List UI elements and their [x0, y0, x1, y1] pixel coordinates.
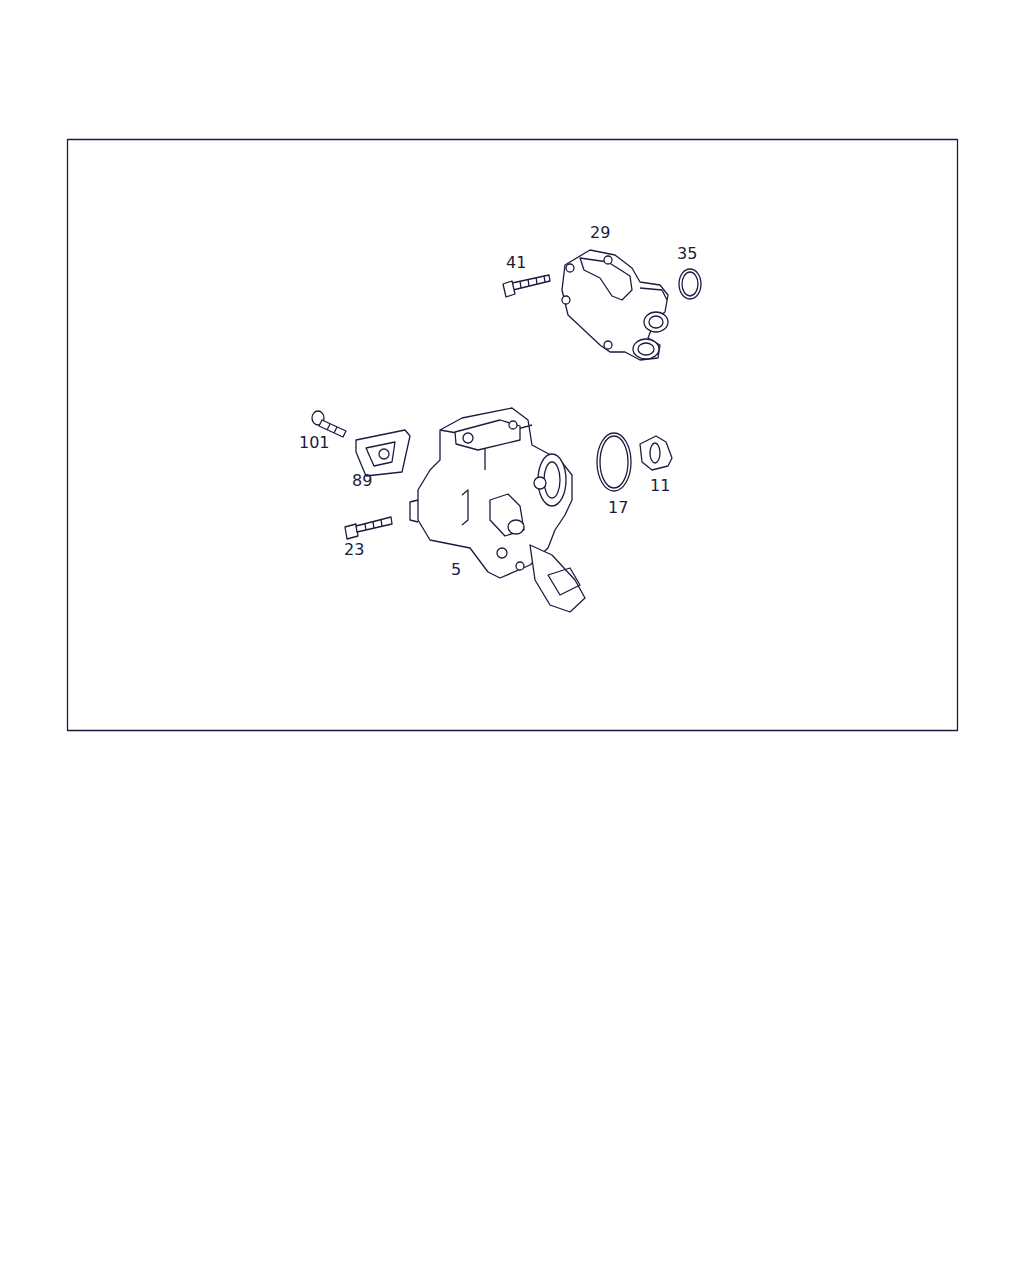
seal-ring	[597, 433, 631, 491]
bolt	[312, 411, 346, 437]
callout-number: 89	[352, 473, 372, 489]
bolt	[503, 275, 550, 297]
callout-number: 35	[677, 246, 697, 262]
callout-number: 29	[590, 225, 610, 241]
bracket	[356, 430, 410, 476]
callout-number: 11	[650, 478, 670, 494]
callout-number: 101	[299, 435, 330, 451]
frame	[68, 140, 958, 731]
flange	[640, 436, 672, 470]
callout-number: 17	[608, 500, 628, 516]
callout-number: 41	[506, 255, 526, 271]
callout-number: 23	[344, 542, 364, 558]
callout-number: 5	[451, 562, 461, 578]
bolt	[345, 517, 392, 539]
o-ring	[679, 269, 701, 299]
pump-cover	[562, 250, 668, 360]
high-pressure-pump	[410, 408, 585, 612]
